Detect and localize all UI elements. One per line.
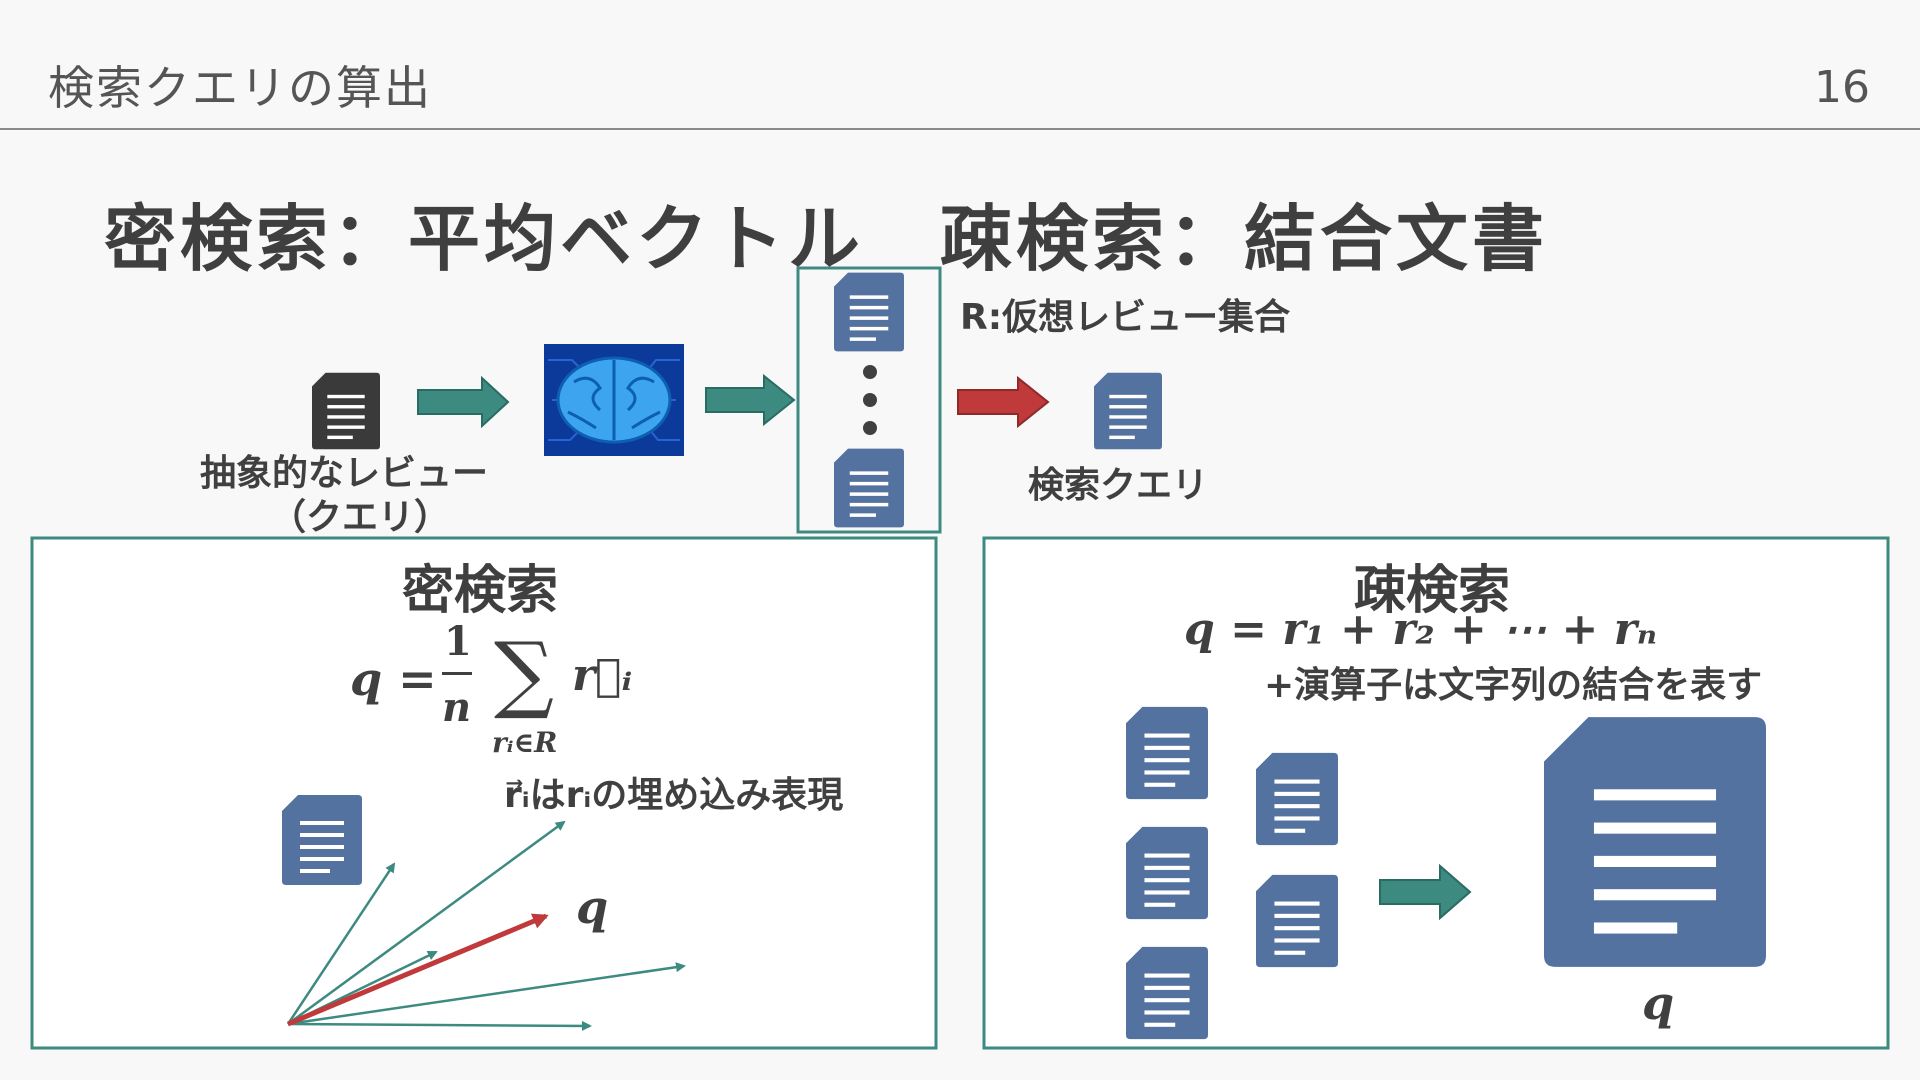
vector-line: [286, 862, 396, 1025]
vertical-ellipsis: [863, 365, 877, 435]
embedding-vectors: [286, 820, 686, 1031]
vector-line: [287, 820, 566, 1026]
teal-arrow-combine: [1379, 863, 1472, 921]
dense-formula-numerator: 1: [444, 618, 472, 665]
search-query-label: 検索クエリ: [1028, 465, 1209, 506]
combined-document-icon: [1544, 717, 1766, 967]
teal-arrow-1: [417, 375, 510, 429]
dense-q-label: q: [576, 880, 609, 934]
teal-arrow-2: [705, 373, 796, 427]
dense-formula-vector: r⃗ᵢ: [572, 650, 633, 701]
slide-title: 検索クエリの算出: [48, 61, 432, 115]
dense-formula-lhs: q =: [350, 652, 437, 706]
abstract-review-document-icon: [312, 372, 380, 450]
concatenation-note: +演算子は文字列の結合を表す: [1264, 665, 1763, 706]
sparse-formula: q = r₁ + r₂ + ⋯ + rₙ: [1184, 604, 1658, 655]
dense-box-title: 密検索: [402, 561, 559, 621]
red-arrow-top: [957, 375, 1050, 429]
dense-formula-denominator: n: [442, 684, 472, 731]
sum-subscript: rᵢ∈R: [492, 726, 558, 759]
review-set-label: R:仮想レビュー集合: [960, 297, 1291, 338]
query-label-line2: （クエリ）: [270, 497, 451, 538]
dense-retrieval-box: [30, 536, 938, 1050]
fraction-bar: [442, 672, 472, 675]
sum-symbol: ∑: [494, 624, 554, 722]
header-divider: [0, 128, 1920, 130]
embedding-note: r⃗ᵢはrᵢの埋め込み表現: [504, 775, 844, 816]
sparse-q-label: q: [1642, 976, 1675, 1030]
query-label-line1: 抽象的なレビュー: [200, 453, 489, 494]
vector-line: [287, 962, 686, 1026]
vector-line: [287, 1020, 592, 1031]
search-query-document-icon: [1094, 372, 1162, 450]
page-number: 16: [1814, 62, 1870, 113]
review-set-box: [796, 266, 942, 534]
sparse-box-title: 疎検索: [1354, 561, 1511, 621]
dense-document-icon: [282, 795, 362, 885]
mean-vector-q: [287, 913, 549, 1027]
brain-icon: [544, 344, 684, 456]
